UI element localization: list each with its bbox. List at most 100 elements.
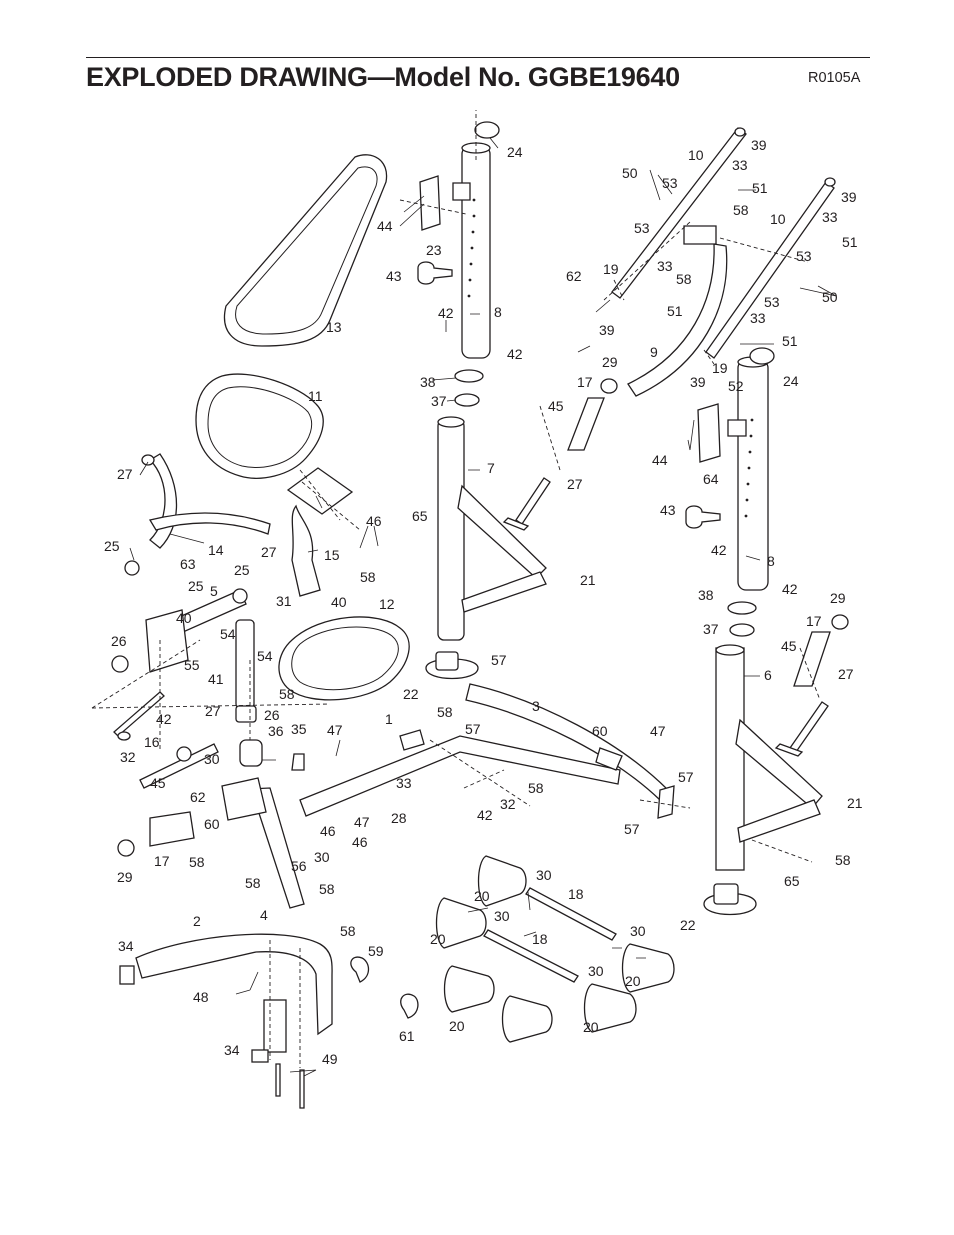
clip-59 [350, 956, 370, 983]
callout-58-j: 58 [319, 881, 335, 897]
callout-35: 35 [291, 721, 307, 737]
callout-50-a: 50 [622, 165, 638, 181]
callout-9: 9 [650, 344, 658, 360]
callout-58-i: 58 [245, 875, 261, 891]
knob-29-low [117, 839, 135, 857]
callout-10-a: 10 [688, 147, 704, 163]
frame-2-leg [263, 999, 287, 1053]
callout-25-a: 25 [104, 538, 120, 554]
callout-46-a: 46 [366, 513, 382, 529]
callout-39-c: 39 [599, 322, 615, 338]
callout-34-a: 34 [118, 938, 134, 954]
callout-33-c: 33 [657, 258, 673, 274]
callout-20-c: 20 [625, 973, 641, 989]
callout-27-b: 27 [261, 544, 277, 560]
callout-59: 59 [368, 943, 384, 959]
shaft-18-bottom [483, 929, 579, 983]
tube-8-left [461, 145, 491, 359]
callout-49: 49 [322, 1051, 338, 1067]
callout-62-a: 62 [566, 268, 582, 284]
callout-58-d: 58 [733, 202, 749, 218]
callout-40-a: 40 [176, 610, 192, 626]
callout-32-a: 32 [120, 749, 136, 765]
callout-20-e: 20 [583, 1019, 599, 1035]
callout-46-b: 46 [320, 823, 336, 839]
callout-54-b: 54 [257, 648, 273, 664]
callout-14: 14 [208, 542, 224, 558]
callout-21-left: 21 [580, 572, 596, 588]
callout-43-right: 43 [660, 502, 676, 518]
callout-58-k: 58 [340, 923, 356, 939]
callout-58-f: 58 [528, 780, 544, 796]
callout-27-c: 27 [205, 703, 221, 719]
callout-45-b: 45 [781, 638, 797, 654]
callout-51-a: 51 [752, 180, 768, 196]
callout-57-a: 57 [491, 652, 507, 668]
callout-19-b: 19 [712, 360, 728, 376]
tube-8-right [737, 359, 769, 591]
callout-10-b: 10 [770, 211, 786, 227]
callout-27-a: 27 [117, 466, 133, 482]
callout-53-b: 53 [634, 220, 650, 236]
weight-arm-17-right [793, 631, 831, 687]
bolt-49-left [275, 1063, 281, 1097]
callout-45-a: 45 [548, 398, 564, 414]
post-5-upright [235, 619, 255, 709]
cone-35 [291, 753, 305, 771]
callout-33-a: 33 [732, 157, 748, 173]
callout-50-b: 50 [822, 289, 838, 305]
callout-30-d: 30 [494, 908, 510, 924]
callout-29-b: 29 [830, 590, 846, 606]
preacher-bracket [286, 467, 354, 515]
callout-40-b: 40 [331, 594, 347, 610]
callout-18-a: 18 [568, 886, 584, 902]
callout-42-e: 42 [782, 581, 798, 597]
callout-51-b: 51 [842, 234, 858, 250]
callout-24-right: 24 [783, 373, 799, 389]
callout-8-left: 8 [494, 304, 502, 320]
curl-bar-14 [148, 453, 178, 549]
callout-38-left: 38 [420, 374, 436, 390]
weight-arm-17-left [567, 397, 605, 451]
callout-21-right: 21 [847, 795, 863, 811]
callout-30-c: 30 [536, 867, 552, 883]
callout-46-c: 46 [352, 834, 368, 850]
callout-12: 12 [379, 596, 395, 612]
tube-cap-24-left [474, 121, 500, 139]
knob-43-left [417, 261, 453, 285]
callout-17-a: 17 [577, 374, 593, 390]
callout-27-d: 27 [567, 476, 583, 492]
backrest-pad [224, 154, 388, 347]
page-title: EXPLODED DRAWING—Model No. GGBE19640 [86, 62, 680, 92]
callout-18-b: 18 [532, 931, 548, 947]
callout-42-a: 42 [438, 305, 454, 321]
callout-64: 64 [703, 471, 719, 487]
callout-48: 48 [193, 989, 209, 1005]
callout-23: 23 [426, 242, 442, 258]
callout-57-d: 57 [624, 821, 640, 837]
knob-26-left [111, 655, 129, 673]
callout-60-b: 60 [204, 816, 220, 832]
callout-39-b: 39 [841, 189, 857, 205]
callout-56: 56 [291, 858, 307, 874]
bracket-57-right [657, 785, 675, 819]
callout-11: 11 [308, 388, 323, 404]
callout-30-b: 30 [314, 849, 330, 865]
bracket-60-right [595, 747, 623, 771]
roller-20-e [443, 965, 495, 1013]
callout-3: 3 [532, 698, 540, 714]
callout-63: 63 [180, 556, 196, 572]
pin-32-left [113, 691, 165, 737]
callout-52: 52 [728, 378, 744, 394]
callout-45-c: 45 [150, 775, 166, 791]
tube-handle-64 [697, 403, 721, 463]
clip-61 [400, 993, 419, 1019]
roller-20-f [501, 995, 553, 1043]
callout-42-b: 42 [507, 346, 523, 362]
callout-38-right: 38 [698, 587, 714, 603]
callout-33-b: 33 [822, 209, 838, 225]
bar-10-left [611, 127, 747, 299]
header-rule [86, 57, 870, 58]
end-cap-34-left [119, 965, 135, 985]
callout-65-b: 65 [784, 873, 800, 889]
